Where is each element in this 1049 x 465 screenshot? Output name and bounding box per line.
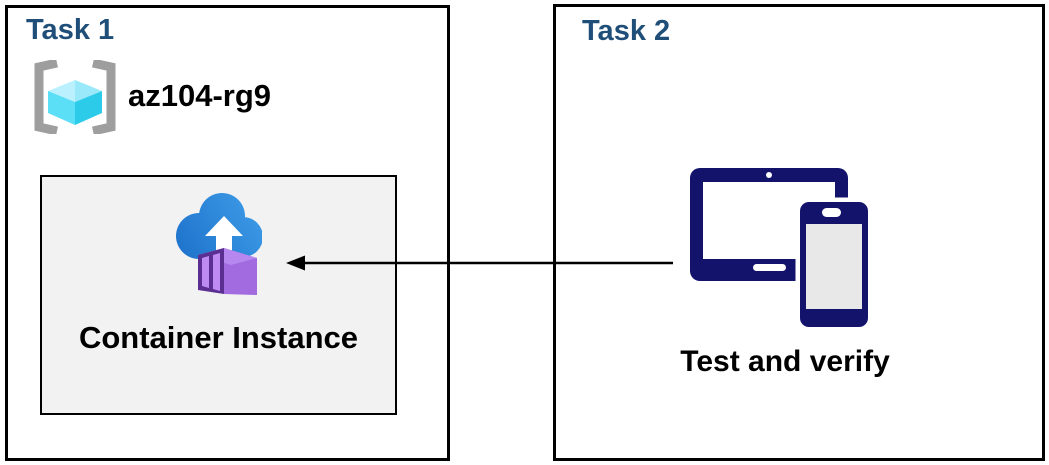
resource-group-name: az104-rg9: [128, 78, 272, 113]
task1-title: Task 1: [26, 14, 115, 46]
task2-title: Task 2: [582, 15, 671, 47]
task2-panel: Task 2 Test and verify: [553, 4, 1045, 461]
task1-panel: Task 1 az104-rg9: [5, 5, 450, 461]
resource-group-icon: [34, 60, 116, 134]
devices-icon: [690, 168, 873, 332]
connector-arrow-icon: [286, 255, 673, 271]
phone-icon: [795, 197, 873, 332]
test-verify-label: Test and verify: [680, 345, 890, 378]
container-instance-label: Container Instance: [78, 320, 359, 355]
container-instance-icon: [176, 193, 262, 295]
container-instance-box: Container Instance: [40, 175, 397, 415]
